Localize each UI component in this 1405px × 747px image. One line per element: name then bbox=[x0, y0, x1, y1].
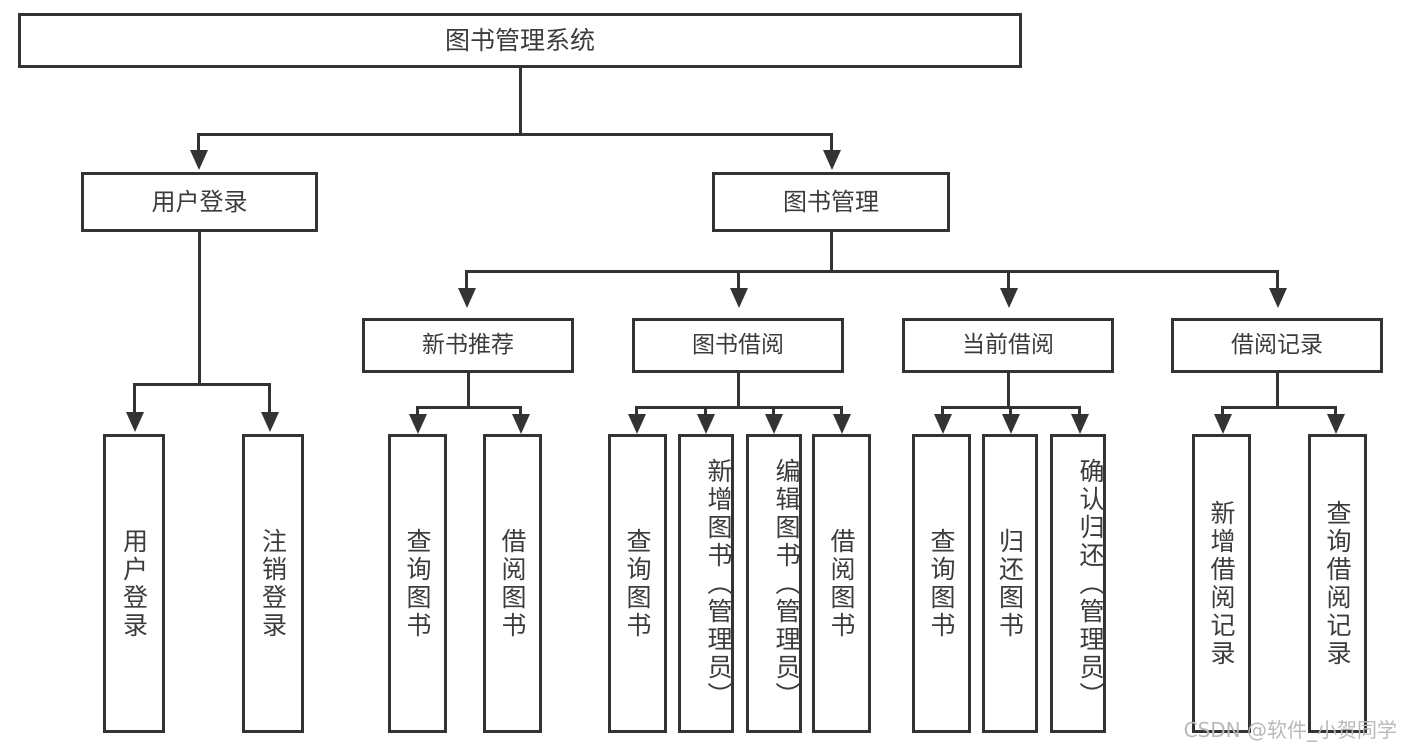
leaf-query-borrow-record[interactable]: 查询借阅记录 bbox=[1308, 434, 1367, 733]
arrow-current-to-leaf-2 bbox=[1002, 414, 1020, 434]
connector-borrow-to-leaf-3 bbox=[772, 406, 775, 418]
connector-bm-to-record bbox=[1276, 270, 1279, 292]
leaf-query-book-current[interactable]: 查询图书 bbox=[912, 434, 971, 733]
leaf-borrow-book-borrow[interactable]: 借阅图书 bbox=[812, 434, 871, 733]
connector-user-login-stem bbox=[198, 232, 201, 385]
node-current-borrow[interactable]: 当前借阅 bbox=[902, 318, 1114, 373]
node-book-borrow[interactable]: 图书借阅 bbox=[632, 318, 844, 373]
arrow-borrow-to-leaf-4 bbox=[833, 414, 851, 434]
connector-borrow-to-leaf-1 bbox=[635, 406, 638, 418]
leaf-logout[interactable]: 注销登录 bbox=[242, 434, 304, 733]
arrow-recommend-to-leaf-1 bbox=[409, 414, 427, 434]
connector-borrow-stem bbox=[737, 373, 740, 408]
arrow-user-login-to-leaf-2 bbox=[261, 412, 279, 432]
arrow-borrow-to-leaf-2 bbox=[697, 414, 715, 434]
connector-borrow-to-leaf-4 bbox=[840, 406, 843, 418]
connector-record-bar bbox=[1221, 406, 1337, 409]
connector-current-to-leaf-2 bbox=[1009, 406, 1012, 418]
node-book-management[interactable]: 图书管理 bbox=[712, 172, 950, 232]
leaf-add-book-admin[interactable]: 新增图书（管理员） bbox=[678, 434, 734, 733]
connector-record-stem bbox=[1276, 373, 1279, 408]
leaf-confirm-return-admin[interactable]: 确认归还（管理员） bbox=[1050, 434, 1106, 733]
arrow-bm-to-record bbox=[1269, 288, 1287, 308]
connector-root-bar bbox=[197, 133, 833, 136]
connector-recommend-to-leaf-2 bbox=[519, 406, 522, 418]
connector-record-to-leaf-1 bbox=[1221, 406, 1224, 418]
arrow-current-to-leaf-1 bbox=[934, 414, 952, 434]
connector-book-management-stem bbox=[830, 232, 833, 272]
leaf-return-book[interactable]: 归还图书 bbox=[982, 434, 1038, 733]
leaf-user-login[interactable]: 用户登录 bbox=[103, 434, 165, 733]
arrow-bm-to-recommend bbox=[458, 288, 476, 308]
connector-root-to-book-management bbox=[830, 133, 833, 155]
arrow-root-to-user-login bbox=[190, 150, 208, 170]
arrow-user-login-to-leaf-1 bbox=[126, 412, 144, 432]
connector-bm-to-borrow bbox=[737, 270, 740, 292]
connector-current-to-leaf-3 bbox=[1078, 406, 1081, 418]
arrow-bm-to-borrow bbox=[730, 288, 748, 308]
arrow-record-to-leaf-2 bbox=[1327, 414, 1345, 434]
connector-record-to-leaf-2 bbox=[1334, 406, 1337, 418]
arrow-borrow-to-leaf-1 bbox=[628, 414, 646, 434]
arrow-bm-to-current bbox=[1000, 288, 1018, 308]
connector-recommend-to-leaf-1 bbox=[416, 406, 419, 418]
connector-recommend-stem bbox=[467, 373, 470, 408]
arrow-recommend-to-leaf-2 bbox=[512, 414, 530, 434]
connector-user-login-bar bbox=[133, 383, 271, 386]
leaf-add-borrow-record[interactable]: 新增借阅记录 bbox=[1192, 434, 1251, 733]
connector-root-to-user-login bbox=[197, 133, 200, 155]
connector-root-stem bbox=[519, 68, 522, 135]
connector-book-management-bar bbox=[465, 270, 1279, 273]
arrow-root-to-book-management bbox=[823, 150, 841, 170]
connector-user-login-to-leaf-2 bbox=[268, 383, 271, 416]
connector-user-login-to-leaf-1 bbox=[133, 383, 136, 416]
leaf-query-book-borrow[interactable]: 查询图书 bbox=[608, 434, 667, 733]
arrow-current-to-leaf-3 bbox=[1071, 414, 1089, 434]
node-root-book-management-system[interactable]: 图书管理系统 bbox=[18, 13, 1022, 68]
connector-bm-to-current bbox=[1007, 270, 1010, 292]
connector-bm-to-recommend bbox=[465, 270, 468, 292]
leaf-borrow-book-recommend[interactable]: 借阅图书 bbox=[483, 434, 542, 733]
node-borrow-record[interactable]: 借阅记录 bbox=[1171, 318, 1383, 373]
connector-borrow-to-leaf-2 bbox=[704, 406, 707, 418]
connector-borrow-bar bbox=[635, 406, 843, 409]
arrow-borrow-to-leaf-3 bbox=[765, 414, 783, 434]
connector-current-stem bbox=[1007, 373, 1010, 408]
connector-current-to-leaf-1 bbox=[941, 406, 944, 418]
arrow-record-to-leaf-1 bbox=[1214, 414, 1232, 434]
leaf-edit-book-admin[interactable]: 编辑图书（管理员） bbox=[746, 434, 802, 733]
leaf-query-book-recommend[interactable]: 查询图书 bbox=[388, 434, 447, 733]
node-user-login[interactable]: 用户登录 bbox=[81, 172, 318, 232]
connector-recommend-bar bbox=[416, 406, 522, 409]
node-new-book-recommend[interactable]: 新书推荐 bbox=[362, 318, 574, 373]
